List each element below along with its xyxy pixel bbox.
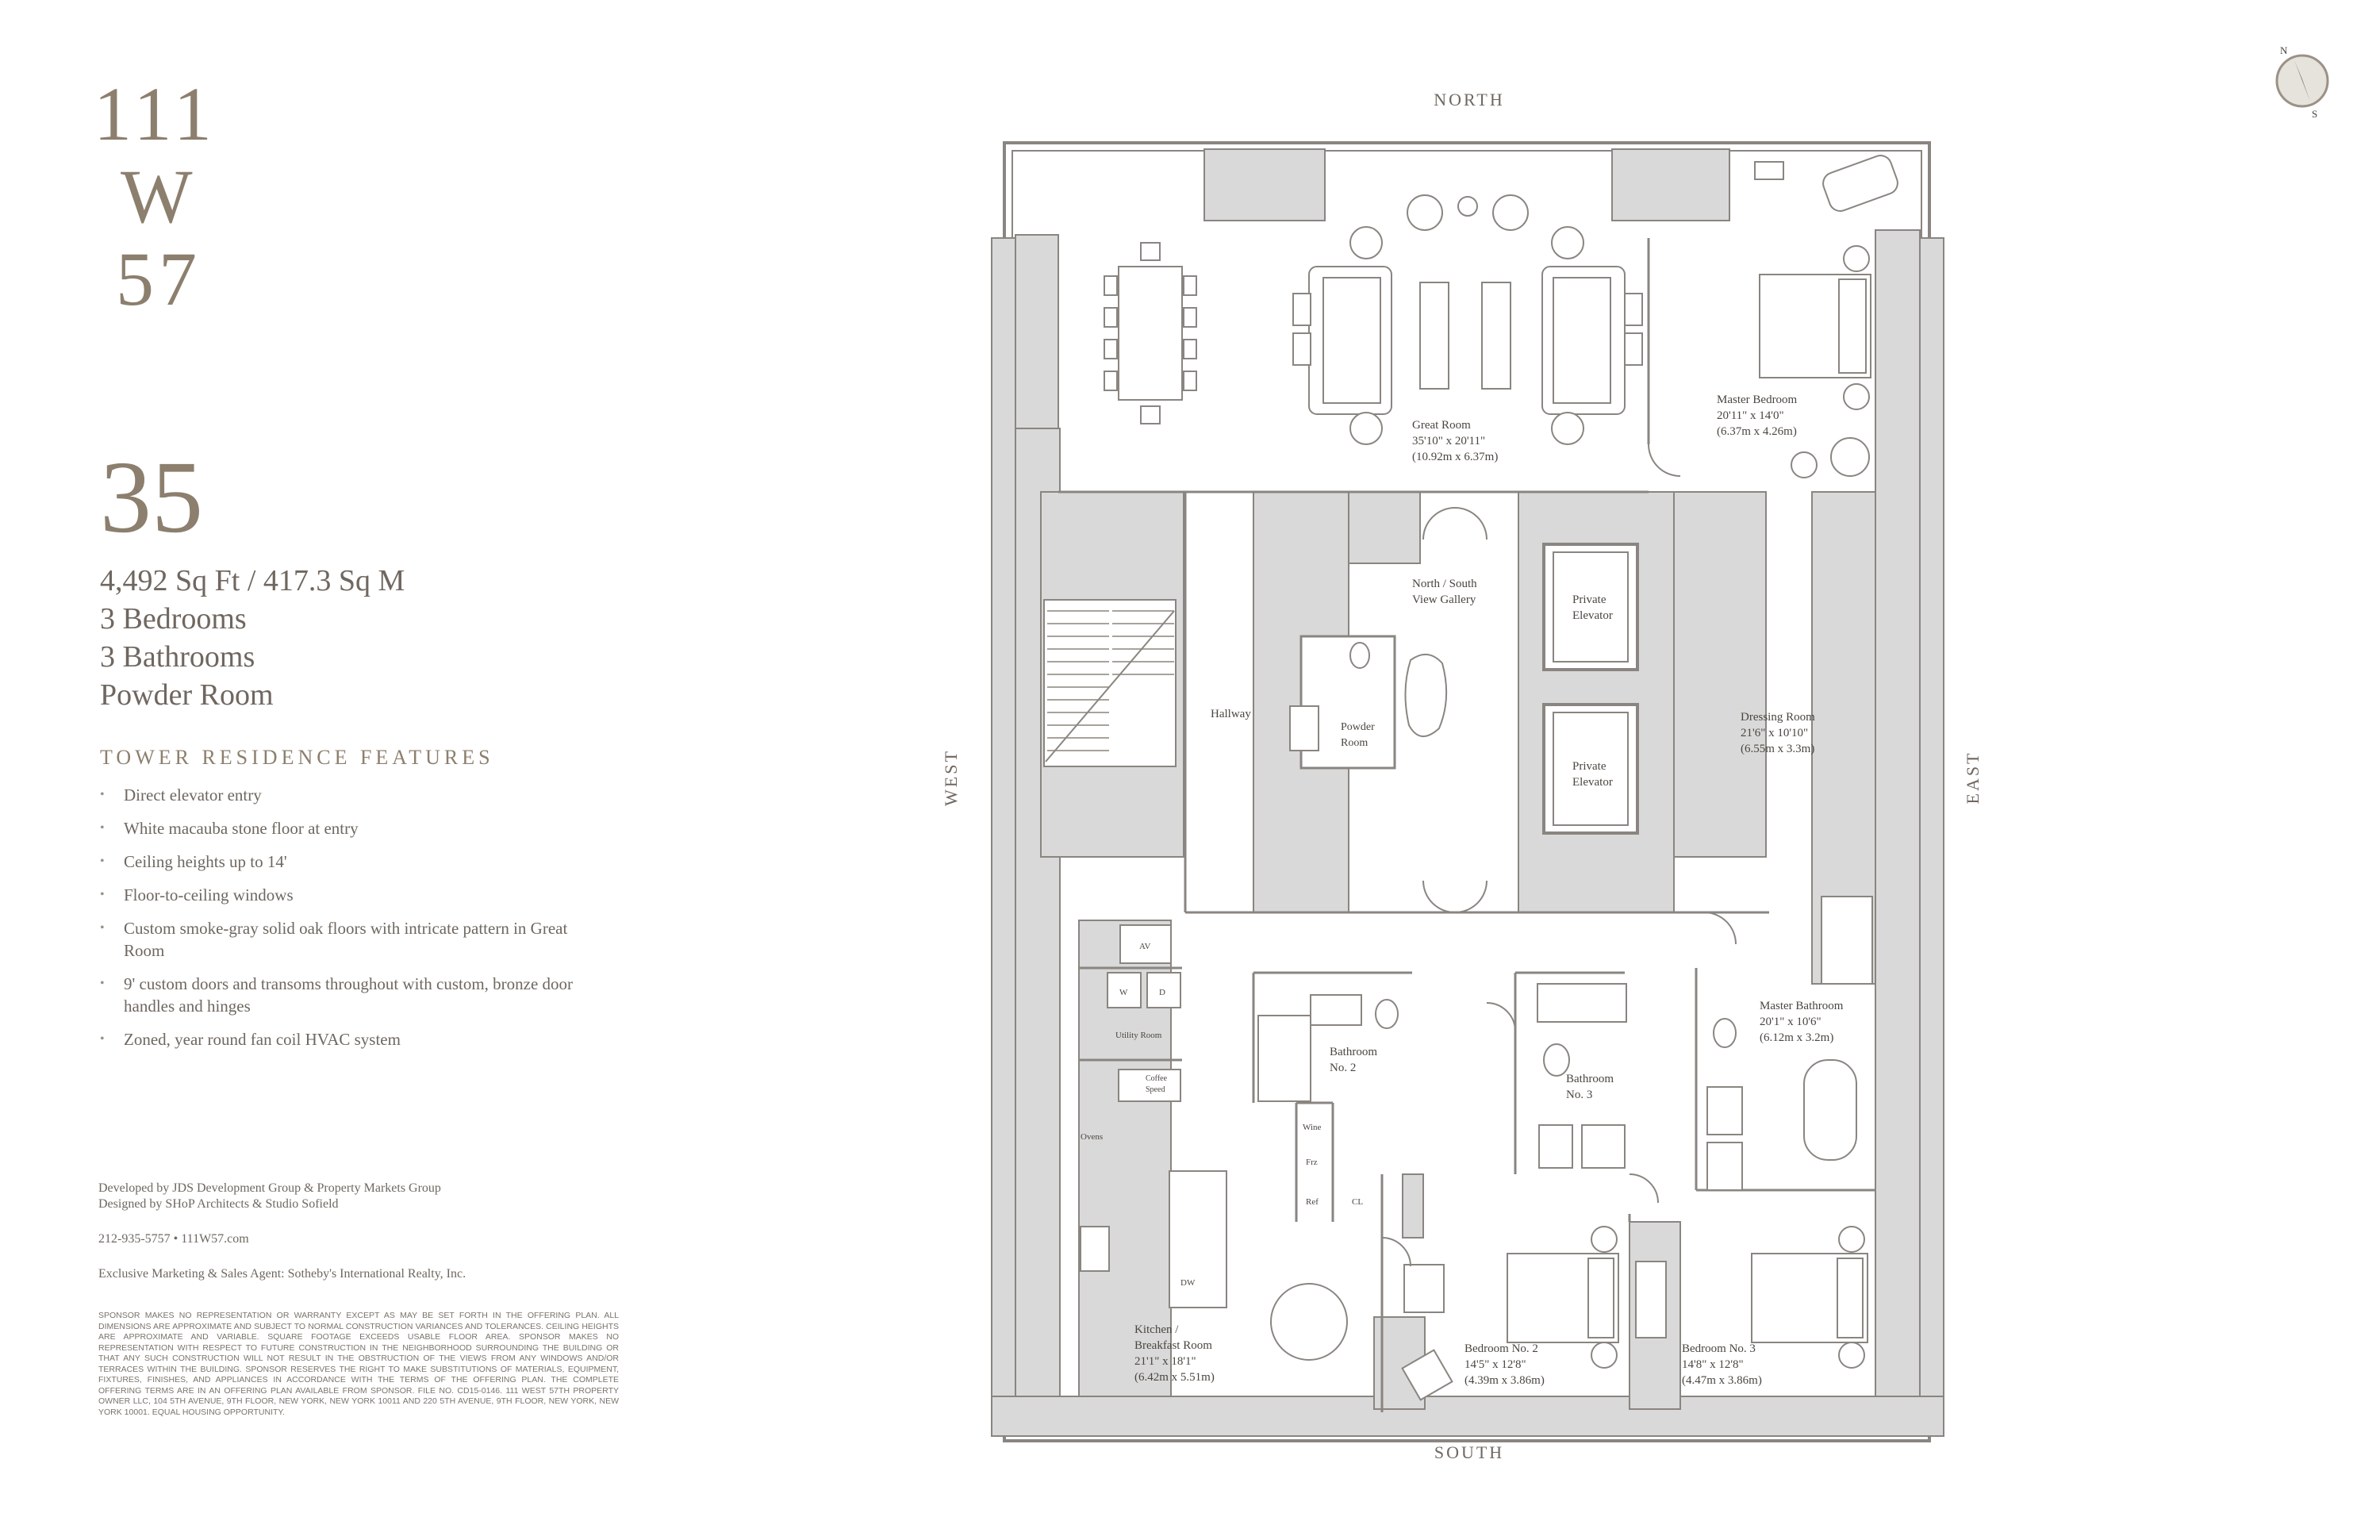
spec-bathrooms: 3 Bathrooms bbox=[100, 640, 255, 674]
bed-icon bbox=[1401, 1226, 1868, 1401]
address-line-3: 57 bbox=[116, 236, 202, 321]
closet-label: CL bbox=[1352, 1197, 1363, 1207]
master-bathroom-dims: 20'1" x 10'6" bbox=[1760, 1016, 1821, 1028]
bedroom-2-dims: 14'5" x 12'8" bbox=[1464, 1358, 1526, 1371]
master-bedroom-name: Master Bedroom bbox=[1717, 394, 1798, 406]
great-room-metric: (10.92m x 6.37m) bbox=[1412, 451, 1498, 463]
address-line-2: W bbox=[121, 154, 198, 239]
designer-line: Designed by SHoP Architects & Studio Sof… bbox=[98, 1197, 339, 1211]
bathroom-3-name-2: No. 3 bbox=[1566, 1089, 1592, 1101]
dressing-room-dims: 21'6" x 10'10" bbox=[1741, 727, 1808, 739]
bathtub-icon bbox=[1706, 896, 1873, 1191]
master-bathroom-metric: (6.12m x 3.2m) bbox=[1760, 1031, 1833, 1044]
dryer-label: D bbox=[1159, 988, 1165, 997]
sculpture-icon bbox=[1404, 654, 1448, 737]
gallery-name-2: View Gallery bbox=[1412, 593, 1476, 606]
room-labels: Great Room 35'10" x 20'11" (10.92m x 6.3… bbox=[1081, 394, 1844, 1387]
south-label: SOUTH bbox=[1434, 1442, 1504, 1462]
features-title: TOWER RESIDENCE FEATURES bbox=[100, 746, 494, 769]
feature-item: Zoned, year round fan coil HVAC system bbox=[100, 1028, 592, 1050]
washer-label: W bbox=[1119, 988, 1128, 997]
compass-n: N bbox=[2280, 44, 2288, 56]
freezer-label: Frz bbox=[1306, 1158, 1318, 1167]
feature-item: Ceiling heights up to 14' bbox=[100, 851, 592, 873]
utility-room-label: Utility Room bbox=[1115, 1031, 1162, 1040]
door-swings bbox=[1381, 444, 1737, 1267]
sink-icon bbox=[1289, 705, 1319, 751]
coffee-label-1: Coffee bbox=[1146, 1074, 1168, 1083]
bedroom-2-metric: (4.39m x 3.86m) bbox=[1464, 1374, 1545, 1387]
dressing-room-name: Dressing Room bbox=[1741, 711, 1815, 724]
feature-item: White macauba stone floor at entry bbox=[100, 817, 592, 839]
av-label: AV bbox=[1139, 942, 1151, 951]
kitchen-metric: (6.42m x 5.51m) bbox=[1134, 1371, 1215, 1384]
east-label: EAST bbox=[1963, 751, 1983, 805]
powder-room bbox=[1289, 635, 1396, 770]
master-bedroom-metric: (6.37m x 4.26m) bbox=[1717, 425, 1797, 438]
toilet-icon bbox=[1349, 642, 1370, 669]
wine-label: Wine bbox=[1303, 1123, 1321, 1132]
kitchen-dims: 21'1" x 18'1" bbox=[1134, 1355, 1196, 1368]
powder-room-name-2: Room bbox=[1341, 737, 1368, 749]
master-bathroom-name: Master Bathroom bbox=[1760, 1000, 1844, 1012]
features-list: Direct elevator entry White macauba ston… bbox=[100, 784, 592, 1062]
feature-item: Floor-to-ceiling windows bbox=[100, 884, 592, 906]
disclaimer: Sponsor makes no representation or warra… bbox=[98, 1311, 619, 1417]
elevators bbox=[1542, 543, 1639, 835]
compass-icon: N S bbox=[2275, 44, 2329, 120]
kitchen-name-1: Kitchen / bbox=[1134, 1323, 1179, 1336]
refrigerator-label: Ref bbox=[1306, 1197, 1319, 1207]
feature-item: Direct elevator entry bbox=[100, 784, 592, 806]
unit-specs: 4,492 Sq Ft / 417.3 Sq M 3 Bedrooms 3 Ba… bbox=[100, 562, 405, 714]
bath-fixtures-icon bbox=[1257, 983, 1627, 1169]
powder-room-name-1: Powder bbox=[1341, 721, 1375, 733]
stairs bbox=[1043, 599, 1177, 767]
feature-item: Custom smoke-gray solid oak floors with … bbox=[100, 917, 592, 962]
interior-walls bbox=[1058, 238, 1875, 1412]
sofa-icon bbox=[1292, 194, 1643, 445]
bathroom-2-name-2: No. 2 bbox=[1330, 1062, 1356, 1074]
spec-powder: Powder Room bbox=[100, 678, 274, 712]
coffee-label-2: Speed bbox=[1146, 1085, 1165, 1094]
bedroom-3-dims: 14'8" x 12'8" bbox=[1682, 1358, 1744, 1371]
bathroom-2-name-1: Bathroom bbox=[1330, 1046, 1377, 1058]
master-bed-icon bbox=[1754, 155, 1898, 478]
elevator-2-name-1: Private bbox=[1572, 760, 1606, 773]
bathroom-3-name-1: Bathroom bbox=[1566, 1073, 1614, 1085]
spec-bedrooms: 3 Bedrooms bbox=[100, 602, 247, 636]
info-panel: 111 W 57 35 4,492 Sq Ft / 417.3 Sq M 3 B… bbox=[0, 0, 873, 1540]
agent-line: Exclusive Marketing & Sales Agent: Sothe… bbox=[98, 1267, 466, 1281]
elevator-2-name-2: Elevator bbox=[1572, 776, 1613, 789]
bedroom-3-name: Bedroom No. 3 bbox=[1682, 1342, 1756, 1355]
dressing-room-metric: (6.55m x 3.3m) bbox=[1741, 743, 1814, 755]
great-room-dims: 35'10" x 20'11" bbox=[1412, 435, 1485, 447]
kitchen-island-icon bbox=[1080, 924, 1348, 1361]
developer-line: Developed by JDS Development Group & Pro… bbox=[98, 1181, 441, 1195]
developer-info: Developed by JDS Development Group & Pro… bbox=[98, 1181, 670, 1301]
compass-s: S bbox=[2312, 108, 2317, 120]
west-label: WEST bbox=[941, 749, 961, 806]
floor-number: 35 bbox=[100, 440, 203, 555]
great-room-name: Great Room bbox=[1412, 419, 1471, 432]
feature-item: 9' custom doors and transoms throughout … bbox=[100, 973, 592, 1017]
bedroom-2-name: Bedroom No. 2 bbox=[1464, 1342, 1538, 1355]
hallway-label: Hallway bbox=[1211, 708, 1251, 720]
dishwasher-label: DW bbox=[1180, 1278, 1196, 1288]
address-line-1: 111 bbox=[94, 71, 217, 156]
bedroom-3-metric: (4.47m x 3.86m) bbox=[1682, 1374, 1762, 1387]
contact-line: 212-935-5757 • 111W57.com bbox=[98, 1232, 249, 1246]
dining-table-icon bbox=[1104, 242, 1197, 424]
north-label: NORTH bbox=[1434, 90, 1504, 109]
elevator-1-name-2: Elevator bbox=[1572, 609, 1613, 622]
gallery-name-1: North / South bbox=[1412, 578, 1477, 590]
master-bedroom-dims: 20'11" x 14'0" bbox=[1717, 409, 1784, 422]
elevator-1-name-1: Private bbox=[1572, 593, 1606, 606]
spec-area: 4,492 Sq Ft / 417.3 Sq M bbox=[100, 564, 405, 597]
ovens-label: Ovens bbox=[1081, 1132, 1103, 1142]
kitchen-name-2: Breakfast Room bbox=[1134, 1339, 1212, 1352]
